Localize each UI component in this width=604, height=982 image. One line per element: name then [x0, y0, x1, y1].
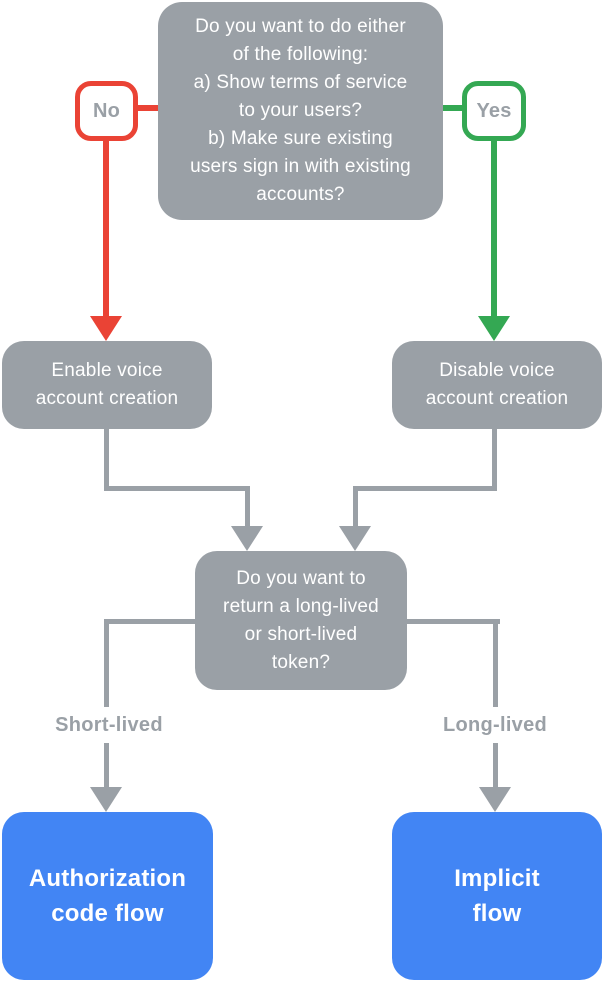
- yes-connector-line: [443, 105, 462, 111]
- enable-merge-connector-line: [245, 486, 250, 527]
- step-box-disable-voice-account-creation: Disable voice account creation: [392, 341, 602, 429]
- decision-box-token-lifetime: Do you want to return a long-lived or sh…: [195, 551, 407, 690]
- short-lived-branch-line: [104, 619, 109, 789]
- green-arrow-down-icon: [478, 316, 510, 341]
- disable-merge-connector-line: [353, 486, 358, 527]
- gray-arrow-down-icon: [231, 526, 263, 551]
- long-lived-branch-line: [407, 619, 500, 624]
- enable-merge-connector-line: [104, 429, 109, 489]
- yes-badge: Yes: [462, 81, 526, 141]
- long-lived-branch-line: [493, 619, 498, 789]
- short-lived-branch-line: [104, 619, 195, 624]
- edge-label-long-lived: Long-lived: [409, 707, 581, 743]
- disable-merge-connector-line: [353, 486, 497, 491]
- gray-arrow-down-icon: [339, 526, 371, 551]
- disable-merge-connector-line: [492, 429, 497, 489]
- enable-merge-connector-line: [104, 486, 250, 491]
- no-connector-line: [138, 105, 158, 111]
- decision-box-terms-question: Do you want to do either of the followin…: [158, 2, 443, 220]
- result-box-implicit-flow: Implicit flow: [392, 812, 602, 980]
- no-badge: No: [75, 81, 138, 141]
- edge-label-short-lived: Short-lived: [23, 707, 195, 743]
- red-arrow-down-icon: [90, 316, 122, 341]
- yes-connector-line: [491, 139, 497, 316]
- gray-arrow-down-icon: [90, 787, 122, 812]
- result-box-authorization-code-flow: Authorization code flow: [2, 812, 213, 980]
- gray-arrow-down-icon: [479, 787, 511, 812]
- no-connector-line: [103, 139, 109, 316]
- step-box-enable-voice-account-creation: Enable voice account creation: [2, 341, 212, 429]
